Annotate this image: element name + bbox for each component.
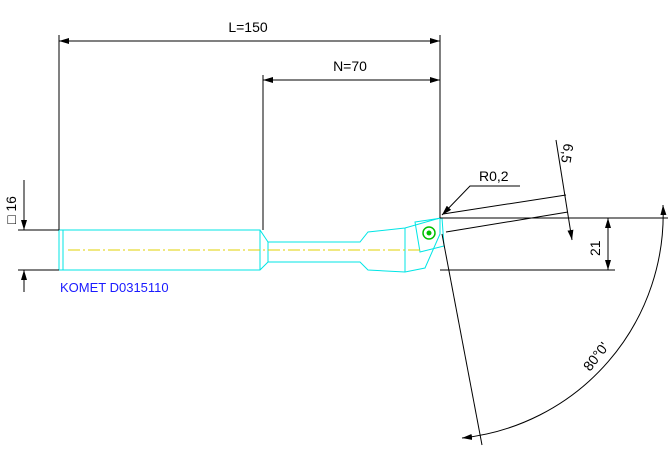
label-square-shank: □ 16 [3,196,19,224]
dimension-overall-length: L=150 [58,19,441,230]
label-overall-length: L=150 [228,19,268,35]
label-neck-length: N=70 [333,58,367,74]
label-insert-size: 6,5 [558,143,577,165]
tool-body [58,217,445,273]
insert-screw [426,230,432,236]
shank-outline [58,217,441,273]
insert-circle [422,226,436,240]
dimension-insert-size: 6,5 [442,139,577,241]
leader-radius [441,185,520,216]
label-offset-height: 21 [587,240,603,256]
insert-edge-top [442,194,567,215]
angle-ray [441,233,483,446]
dimension-approach-angle: 80°0' [441,204,667,446]
dimension-offset-height: 21 [440,217,668,271]
dimension-neck-length: N=70 [262,58,440,230]
label-corner-radius: R0,2 [479,168,509,184]
angle-arc [461,204,667,440]
insert [422,226,436,240]
dimension-corner-radius: R0,2 [441,168,520,216]
label-approach-angle: 80°0' [580,339,612,374]
insert-edge-bottom [445,211,569,233]
dimension-square-shank: □ 16 [3,180,59,292]
tool-designation-label: KOMET D0315110 [60,280,169,295]
